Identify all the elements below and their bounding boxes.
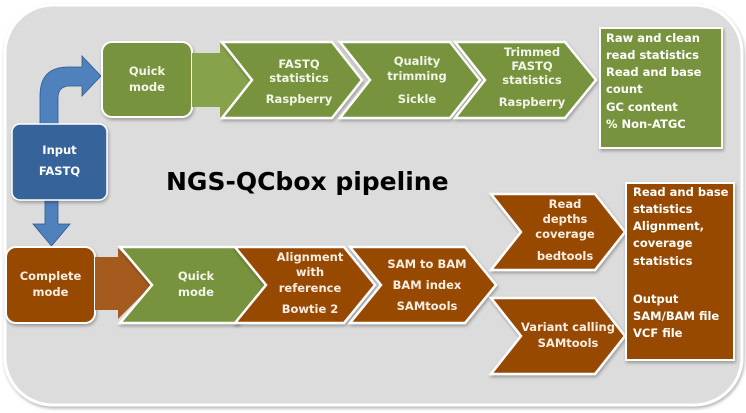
- output-line: count: [606, 82, 643, 96]
- complete-output-box: Read and base statistics Alignment, cove…: [625, 182, 735, 361]
- input-fastq-box: Input FASTQ: [11, 123, 108, 201]
- step-quality-trimming: Quality trimming Sickle: [337, 40, 482, 120]
- step-label: with: [296, 265, 324, 279]
- input-label-1: Input: [42, 143, 77, 157]
- complete-mode-box: Complete mode: [5, 246, 96, 324]
- output-line: GC content: [606, 100, 678, 114]
- complete-mode-label-2: mode: [33, 285, 69, 299]
- step-label: depths: [543, 212, 588, 226]
- step-label: Alignment: [277, 250, 344, 264]
- step-label: statistics: [502, 73, 562, 87]
- branch-variant-calling: Variant calling SAMtools: [488, 296, 627, 376]
- output-line: SAM/BAM file: [633, 309, 719, 323]
- step-tool: Raspberry: [499, 95, 566, 109]
- output-line: statistics: [633, 254, 693, 268]
- quick-mode-arrow: [192, 43, 257, 118]
- step-label: Trimmed: [504, 45, 560, 59]
- quick-mode-box: Quick mode: [101, 41, 193, 118]
- step-fastq-statistics: FASTQ statistics Raspberry: [219, 40, 364, 120]
- step-tool: SAMtools: [538, 336, 599, 350]
- down-arrow-to-complete-mode: [32, 197, 71, 247]
- step-label: statistics: [269, 71, 329, 85]
- step-label: Quality: [394, 54, 441, 68]
- output-line: Read and base: [606, 65, 702, 79]
- diagram-title: NGS-QCbox pipeline: [166, 167, 449, 196]
- output-line: statistics: [633, 202, 693, 216]
- step-tool: Bowtie 2: [282, 302, 339, 316]
- branch-read-depths: Read depths coverage bedtools: [488, 192, 627, 272]
- quick-mode-label-1: Quick: [129, 64, 166, 78]
- output-line: Alignment,: [633, 219, 704, 233]
- step-tool: Sickle: [398, 92, 437, 106]
- step-label: trimming: [387, 69, 446, 83]
- output-line: Read and base: [633, 185, 729, 199]
- curved-arrow-to-quick-mode: [39, 54, 102, 127]
- output-line: read statistics: [606, 48, 699, 62]
- step-label: coverage: [535, 227, 595, 241]
- step-tool: Raspberry: [266, 92, 333, 106]
- output-line: Raw and clean: [606, 31, 700, 45]
- output-line: VCF file: [633, 326, 683, 340]
- output-line: Output: [633, 292, 679, 306]
- step-label: Variant calling: [521, 320, 615, 334]
- step-label: FASTQ: [511, 59, 553, 73]
- step-tool: SAMtools: [397, 299, 458, 313]
- complete-mode-arrow: [95, 248, 153, 319]
- step-label: BAM index: [393, 278, 462, 292]
- step-sam-to-bam: SAM to BAM BAM index SAMtools: [347, 245, 498, 325]
- input-label-2: FASTQ: [39, 164, 81, 178]
- quick-mode-label-2: mode: [129, 80, 165, 94]
- complete-mode-label-1: Complete: [20, 269, 82, 283]
- step-trimmed-fastq-statistics: Trimmed FASTQ statistics Raspberry: [452, 40, 598, 120]
- step-label: Quick: [178, 269, 215, 283]
- step-tool: bedtools: [537, 249, 594, 263]
- quick-output-box: Raw and clean read statistics Read and b…: [599, 27, 723, 149]
- step-label: mode: [178, 285, 214, 299]
- step-label: FASTQ: [278, 57, 320, 71]
- step-alignment: Alignment with reference Bowtie 2: [232, 245, 377, 325]
- output-line: % Non-ATGC: [606, 117, 686, 131]
- step-label: Read: [549, 197, 582, 211]
- step-label: SAM to BAM: [387, 257, 466, 271]
- step-label: reference: [279, 281, 342, 295]
- output-line: coverage: [633, 236, 693, 250]
